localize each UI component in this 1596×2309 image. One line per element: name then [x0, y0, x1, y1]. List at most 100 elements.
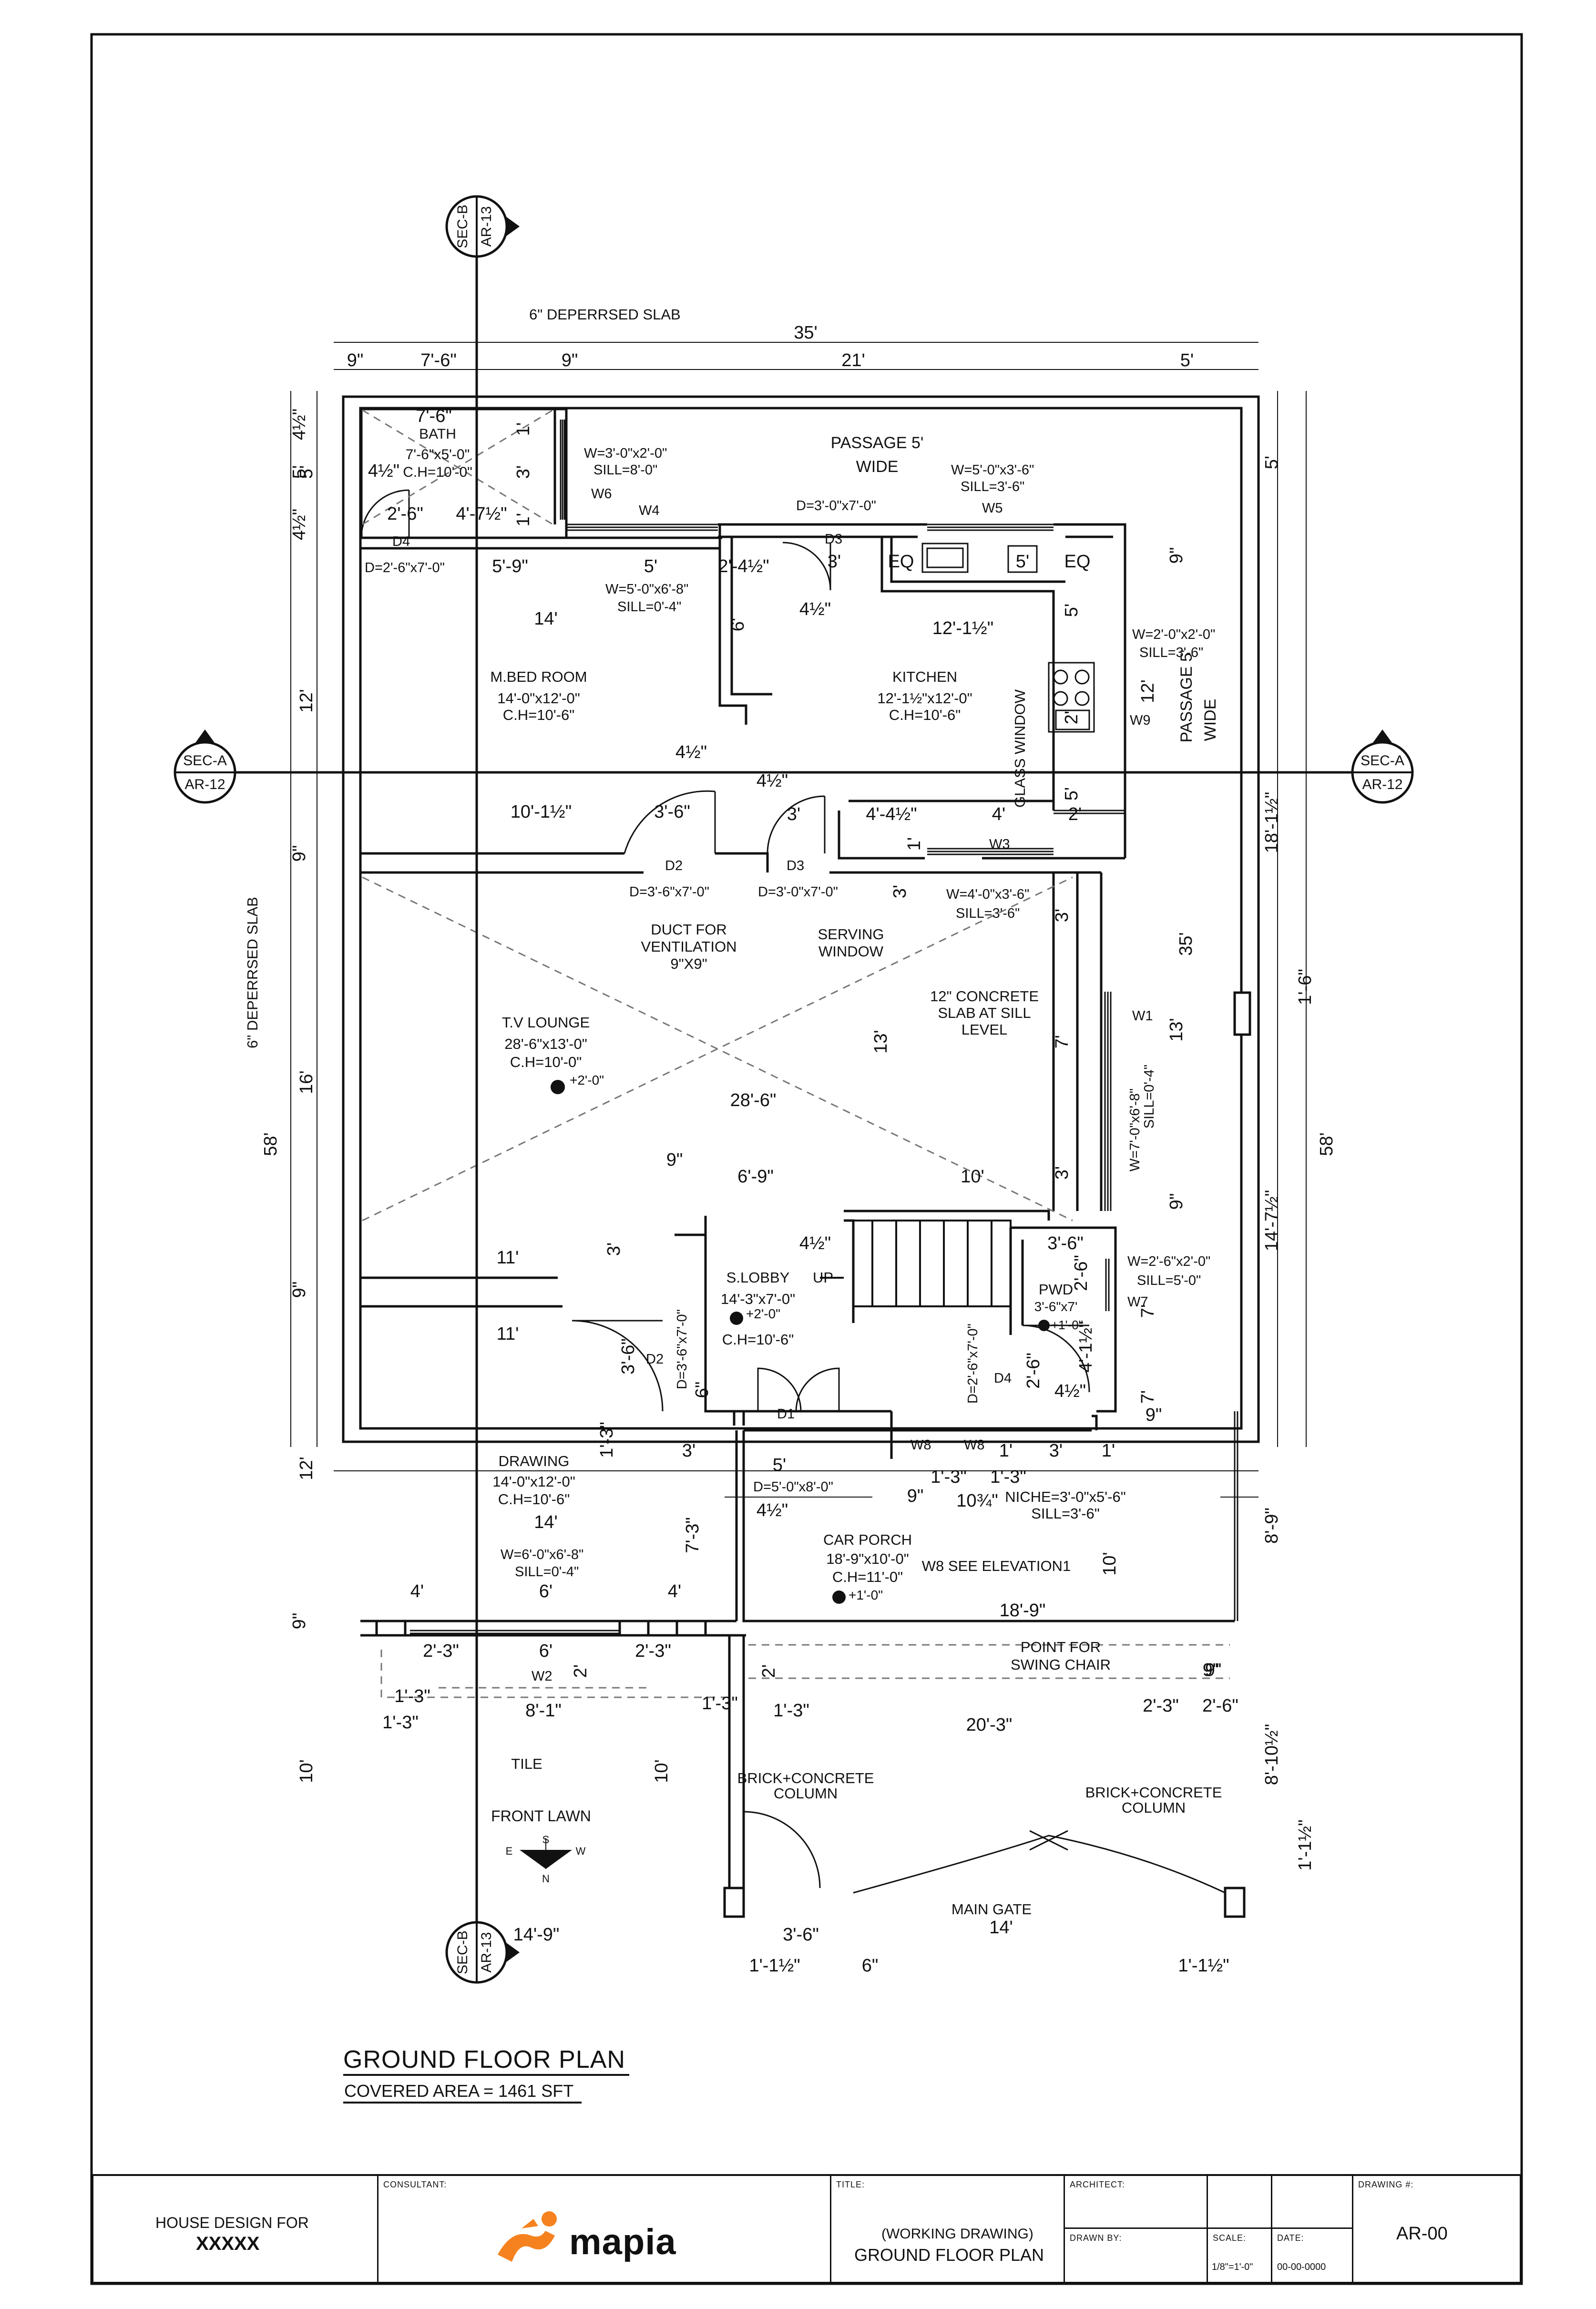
plan-label: 1'-3" — [597, 1422, 617, 1458]
plan-label: 1'-1½" — [1178, 1956, 1229, 1976]
plan-label: 16' — [297, 1070, 317, 1094]
plan-label: EQ — [888, 552, 914, 572]
plan-label: 14' — [534, 1512, 558, 1532]
plan-label: 12' — [297, 689, 317, 713]
plan-label: 13' — [871, 1030, 891, 1054]
consultant-cell: CONSULTANT: mapia — [377, 2176, 830, 2282]
dashed-lines — [362, 409, 1230, 1698]
plan-label: 7'-6" — [420, 350, 457, 370]
plan-label: 14'-0"x12'-0" — [492, 1473, 575, 1490]
plan-label: 6" DEPERRSED SLAB — [529, 306, 681, 323]
plan-label: 2'-6" — [1202, 1696, 1238, 1716]
plan-label: 9" — [1205, 1660, 1222, 1680]
dimension-lines — [290, 342, 1307, 1498]
plan-label: 6" — [692, 1382, 712, 1398]
plan-label: 21' — [841, 350, 865, 370]
architect-label: ARCHITECT: — [1070, 2180, 1125, 2189]
plan-label: 2'-6" — [1023, 1353, 1044, 1389]
plan-label: PWD — [1039, 1281, 1073, 1298]
plan-label: C.H=10'-6" — [503, 707, 574, 723]
title-value: GROUND FLOOR PLAN — [854, 2245, 1044, 2265]
section-marker-bottom[interactable]: SEC-B AR-13 — [445, 1921, 520, 1984]
plan-label: 5' — [773, 1455, 786, 1475]
plan-label: 6" — [862, 1956, 879, 1976]
dimension-labels: 35' 9" 7'-6" 9" 21' 5' 7'-6" 5' 3' 1' 1'… — [261, 323, 1337, 1976]
plan-label: 4½" — [289, 509, 309, 540]
stair — [820, 1220, 1012, 1307]
plan-label: D=3'-0"x7'-0" — [758, 884, 838, 900]
plan-label: 1' — [904, 837, 924, 851]
plan-label: +2'-0" — [570, 1073, 604, 1088]
plan-label: 1'-1½" — [749, 1956, 800, 1976]
plan-label: 20'-3" — [966, 1715, 1013, 1735]
plan-label: SEC-B — [455, 205, 471, 248]
plan-label: D2 — [665, 858, 683, 873]
plan-label: DUCT FOR — [651, 921, 727, 938]
plan-label: 7'-3" — [683, 1517, 703, 1553]
plan-label: 3' — [1049, 1441, 1063, 1461]
plan-label: 10' — [652, 1759, 672, 1783]
plan-label: 2' — [571, 1664, 591, 1678]
architect-cell: ARCHITECT: DRAWN BY: — [1064, 2176, 1208, 2282]
section-marker-top[interactable]: SEC-B AR-13 — [445, 195, 520, 258]
plan-label: 8'-1" — [525, 1701, 562, 1721]
doors — [360, 489, 1226, 1894]
plan-label: SLAB AT SILL — [938, 1005, 1031, 1021]
plan-label: 14'-9" — [513, 1925, 560, 1945]
plan-label: C.H=10'-6" — [889, 707, 961, 723]
plan-label: 14'-0"x12'-0" — [497, 690, 580, 707]
plan-label: 4½" — [1054, 1381, 1086, 1401]
section-marker-left[interactable]: SEC-A AR-12 — [174, 729, 236, 804]
plan-label: 1'-3" — [931, 1467, 967, 1487]
plan-label: W=7'-0"x6'-8" — [1127, 1088, 1143, 1171]
plan-label: 18'-9" — [1000, 1601, 1046, 1621]
drawing-number-label: DRAWING #: — [1358, 2180, 1414, 2189]
plan-label: VENTILATION — [641, 938, 737, 955]
plan-label: 2' — [1068, 804, 1082, 824]
plan-label: CAR PORCH — [823, 1531, 912, 1548]
plan-label: D3 — [787, 858, 804, 873]
plan-label: 12' — [297, 1457, 317, 1480]
plan-label: SEC-A — [183, 753, 227, 769]
plan-label: C.H=10'-0" — [403, 464, 472, 480]
compass-icon: S N E W — [506, 1834, 586, 1885]
consultant-label: CONSULTANT: — [383, 2180, 447, 2189]
plan-label: AR-12 — [1362, 777, 1402, 792]
plan-label: 6' — [539, 1581, 552, 1601]
plan-label: 2'-4½" — [718, 556, 769, 576]
plan-label: 8'-10½" — [1262, 1724, 1282, 1786]
plan-label: W=4'-0"x3'-6" — [946, 887, 1029, 902]
plan-label: 4'-1½" — [1076, 1321, 1096, 1372]
plan-label: 11' — [497, 1324, 519, 1344]
plan-label: LEVEL — [962, 1021, 1008, 1038]
plan-label: 5' — [1062, 787, 1082, 800]
plan-label: 10¾" — [956, 1491, 998, 1511]
plan-label: 3'-6" — [618, 1338, 638, 1375]
plan-label: COLUMN — [1122, 1799, 1186, 1816]
section-marker-right[interactable]: SEC-A AR-12 — [1351, 729, 1414, 804]
plan-label: 6' — [539, 1641, 552, 1661]
room-master-bedroom: M.BED ROOM 14'-0"x12'-0" C.H=10'-6" — [490, 668, 587, 723]
notes: 6" DEPERRSED SLAB 6" DEPERRSED SLAB DUCT… — [244, 306, 1222, 1918]
windows — [410, 420, 1238, 1634]
plan-label: 3' — [828, 552, 841, 572]
plan-label: 58' — [1317, 1132, 1337, 1156]
plan-label: 1' — [999, 1441, 1013, 1461]
plan-label: 2' — [1062, 711, 1082, 724]
plan-label: 9" — [907, 1486, 924, 1506]
plan-label: AR-13 — [479, 206, 494, 246]
plan-label: EQ — [1064, 552, 1091, 572]
plan-label: SILL=5'-0" — [1137, 1273, 1201, 1288]
plan-label: TILE — [511, 1755, 542, 1772]
plan-label: 10' — [1100, 1552, 1120, 1576]
room-pwd: PWD 3'-6"x7' +1'-0" — [1034, 1281, 1083, 1332]
drawing-number-value: AR-00 — [1396, 2224, 1448, 2244]
plan-label: SILL=0'-4" — [1142, 1065, 1157, 1129]
room-s-lobby: S.LOBBY 14'-3"x7'-0" +2'-0" C.H=10'-6" — [721, 1269, 795, 1348]
kitchen-fixtures — [921, 543, 1095, 733]
house-design-label: HOUSE DESIGN FOR — [155, 2214, 309, 2231]
plan-label: 5' — [1016, 552, 1029, 572]
plan-label: +1'-0" — [1051, 1318, 1083, 1332]
plan-label: W2 — [532, 1669, 552, 1684]
plan-label: 3'-6" — [654, 802, 690, 822]
